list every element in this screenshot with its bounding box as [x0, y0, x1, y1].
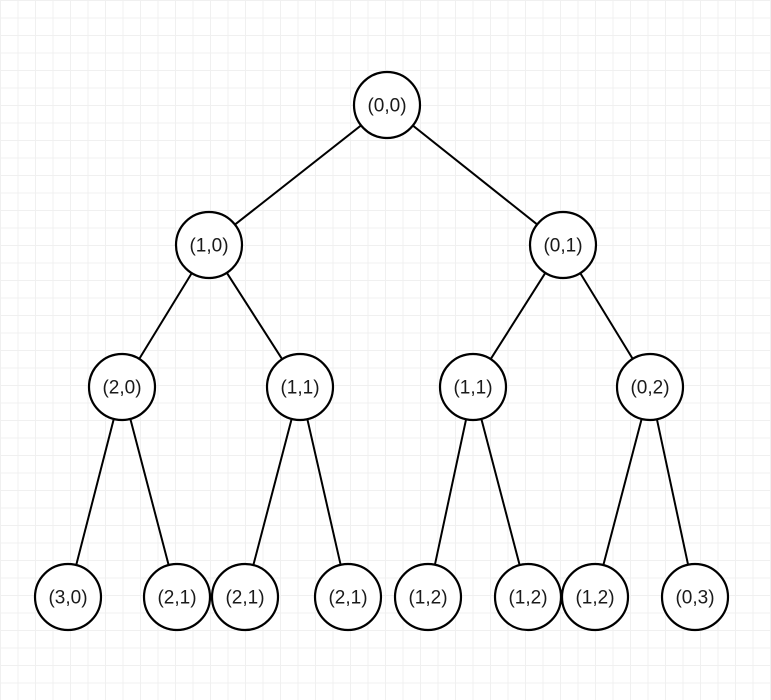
tree-edge — [411, 124, 539, 226]
tree-node[interactable]: (1,2) — [493, 562, 563, 632]
tree-node[interactable]: (2,1) — [210, 562, 280, 632]
tree-edge — [306, 417, 342, 567]
node-circle[interactable] — [87, 352, 157, 422]
node-circle[interactable] — [313, 562, 383, 632]
tree-edge — [433, 418, 468, 566]
tree-edge — [602, 417, 643, 567]
tree-edge — [233, 123, 363, 227]
node-circle[interactable] — [265, 352, 335, 422]
node-circle[interactable] — [174, 210, 244, 280]
node-circle[interactable] — [438, 352, 508, 422]
tree-node[interactable]: (1,2) — [560, 562, 630, 632]
tree-node[interactable]: (0,1) — [528, 210, 598, 280]
tree-node[interactable]: (1,0) — [174, 210, 244, 280]
node-circle[interactable] — [352, 70, 422, 140]
tree-edge — [480, 417, 521, 567]
tree-edge — [489, 271, 547, 361]
tree-edge — [225, 271, 284, 361]
tree-node[interactable]: (1,2) — [393, 562, 463, 632]
tree-node[interactable]: (0,3) — [660, 562, 730, 632]
tree-edge — [655, 418, 690, 566]
tree-edge — [252, 417, 293, 567]
node-circle[interactable] — [493, 562, 563, 632]
tree-node[interactable]: (0,2) — [615, 352, 685, 422]
node-circle[interactable] — [528, 210, 598, 280]
node-circle[interactable] — [615, 352, 685, 422]
node-layer: (0,0) (1,0) (0,1) (2,0) (1,1) (1,1) (0,2) (3,0)… — [33, 70, 730, 632]
tree-node[interactable]: (1,1) — [438, 352, 508, 422]
edge-layer — [75, 123, 690, 567]
node-circle[interactable] — [393, 562, 463, 632]
tree-node[interactable]: (0,0) — [352, 70, 422, 140]
node-circle[interactable] — [660, 562, 730, 632]
tree-node[interactable]: (2,1) — [142, 562, 212, 632]
tree-edge — [129, 417, 170, 567]
node-circle[interactable] — [142, 562, 212, 632]
tree-edge — [75, 417, 115, 567]
tree-node[interactable]: (2,1) — [313, 562, 383, 632]
tree-edge — [578, 271, 635, 361]
tree-node[interactable]: (1,1) — [265, 352, 335, 422]
node-circle[interactable] — [210, 562, 280, 632]
node-circle[interactable] — [560, 562, 630, 632]
tree-edge — [137, 271, 194, 361]
tree-node[interactable]: (3,0) — [33, 562, 103, 632]
tree-node[interactable]: (2,0) — [87, 352, 157, 422]
node-circle[interactable] — [33, 562, 103, 632]
